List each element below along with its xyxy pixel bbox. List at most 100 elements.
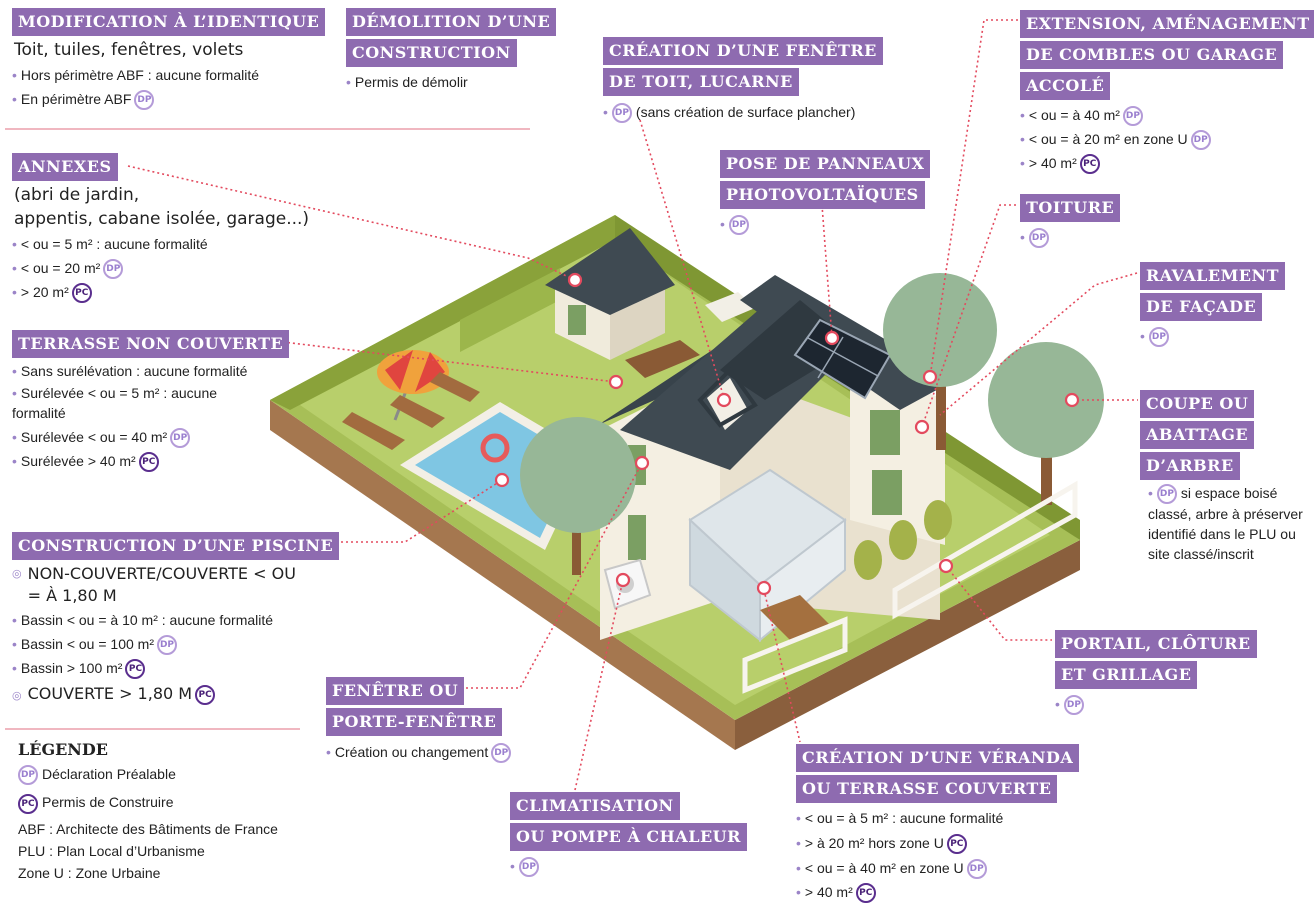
title-fenetre-1: FENÊTRE OU — [326, 677, 465, 705]
item-modification-1: •Hors périmètre ABF : aucune formalité — [12, 67, 260, 83]
block-extension: EXTENSION, AMÉNAGEMENT DE COMBLES OU GAR… — [1020, 10, 1314, 175]
leader-extension — [929, 19, 1018, 378]
tree-3 — [988, 342, 1104, 458]
title-ravalement-1: RAVALEMENT — [1140, 262, 1286, 290]
item-piscine-1: •Bassin < ou = à 10 m² : aucune formalit… — [12, 612, 274, 628]
block-portail: PORTAIL, CLÔTURE ET GRILLAGE •DP — [1055, 630, 1257, 716]
title-veranda-1: CRÉATION D’UNE VÉRANDA — [796, 744, 1080, 772]
shrub-3 — [924, 500, 952, 540]
item-veranda-1: •< ou = à 5 m² : aucune formalité — [796, 810, 1004, 826]
title-climatisation-2: OU POMPE À CHALEUR — [510, 823, 747, 851]
title-annexes: ANNEXES — [12, 153, 118, 181]
pc-badge: PC — [946, 834, 967, 855]
leader-photovoltaique — [821, 204, 833, 339]
dp-badge: DP — [1190, 130, 1211, 151]
pc-badge: PC — [195, 684, 216, 705]
pc-badge: PC — [71, 283, 92, 304]
marker-toiture — [914, 419, 930, 435]
umbrella-stripes — [385, 350, 445, 392]
subtitle-annexes-2: appentis, cabane isolée, garage...) — [14, 209, 310, 229]
garden-table — [625, 340, 700, 378]
title-extension-1: EXTENSION, AMÉNAGEMENT — [1020, 10, 1314, 38]
title-portail-1: PORTAIL, CLÔTURE — [1055, 630, 1257, 658]
title-extension-3: ACCOLÉ — [1020, 72, 1111, 100]
shrub-1 — [854, 540, 882, 580]
block-climatisation: CLIMATISATION OU POMPE À CHALEUR •DP — [510, 792, 747, 878]
block-veranda: CRÉATION D’UNE VÉRANDA OU TERRASSE COUVE… — [796, 744, 1080, 903]
item-portail: •DP — [1055, 692, 1257, 716]
title-extension-2: DE COMBLES OU GARAGE — [1020, 41, 1284, 69]
block-fenetre-toit: CRÉATION D’UNE FENÊTRE DE TOIT, LUCARNE … — [603, 37, 883, 124]
legend-abf: ABF : Architecte des Bâtiments de France — [18, 820, 278, 837]
block-fenetre: FENÊTRE OU PORTE-FENÊTRE •Création ou ch… — [326, 677, 512, 764]
dp-badge: DP — [491, 743, 512, 764]
item-demolition-1: •Permis de démolir — [346, 74, 468, 90]
dormer-roof — [697, 366, 758, 428]
fence-right — [892, 480, 1078, 620]
lounger-1 — [430, 372, 480, 402]
item-terrasse-1: •Sans surélévation : aucune formalité — [12, 363, 248, 379]
title-demolition-2: CONSTRUCTION — [346, 39, 517, 67]
title-coupe-3: D’ARBRE — [1140, 452, 1240, 480]
ground-side-right — [735, 540, 1080, 750]
block-piscine: CONSTRUCTION D’UNE PISCINE ◎NON-COUVERTE… — [12, 532, 340, 708]
leader-veranda — [763, 589, 801, 743]
pc-badge: PC — [18, 793, 38, 814]
title-veranda-2: OU TERRASSE COUVERTE — [796, 775, 1058, 803]
title-portail-2: ET GRILLAGE — [1055, 661, 1198, 689]
dp-badge: DP — [611, 103, 632, 124]
marker-veranda — [756, 580, 772, 596]
pc-badge: PC — [855, 883, 876, 903]
leader-annexes — [127, 165, 576, 281]
dp-badge: DP — [18, 765, 38, 786]
window-4 — [872, 470, 902, 515]
marker-annexes — [567, 272, 583, 288]
item-climatisation: •DP — [510, 854, 747, 878]
tree-trunk-2 — [936, 360, 946, 450]
item-annexes-1: •< ou = 5 m² : aucune formalité — [12, 236, 208, 252]
tree-2 — [883, 273, 997, 387]
wall-back-left — [270, 215, 615, 410]
dp-badge: DP — [1063, 695, 1084, 716]
pc-badge: PC — [125, 659, 146, 680]
block-terrasse: TERRASSE NON COUVERTE •Sans surélévation… — [12, 330, 290, 473]
dp-badge: DP — [518, 857, 539, 878]
title-fenetre-2: PORTE-FENÊTRE — [326, 708, 503, 736]
garden-wall — [460, 268, 560, 352]
dp-badge: DP — [966, 859, 987, 880]
fence-left — [742, 616, 848, 694]
solar-panel-grid — [807, 336, 879, 379]
tree-1 — [520, 417, 636, 533]
item-ravalement: •DP — [1140, 324, 1285, 348]
block-ravalement: RAVALEMENT DE FAÇADE •DP — [1140, 262, 1286, 348]
separator-top — [5, 128, 530, 130]
leader-toiture — [921, 204, 1016, 428]
marker-piscine — [494, 472, 510, 488]
title-ravalement-2: DE FAÇADE — [1140, 293, 1263, 321]
title-terrasse: TERRASSE NON COUVERTE — [12, 330, 290, 358]
legend-title: LÉGENDE — [18, 740, 108, 759]
pc-badge: PC — [1079, 154, 1100, 175]
dp-badge: DP — [728, 215, 749, 236]
pool-float — [480, 433, 510, 463]
leader-piscine — [326, 479, 503, 543]
title-demolition-1: DÉMOLITION D’UNE — [346, 8, 557, 36]
title-fenetre-toit-2: DE TOIT, LUCARNE — [603, 68, 799, 96]
item-toiture: •DP — [1020, 225, 1120, 249]
leader-fenetre-toit — [639, 119, 725, 399]
title-coupe-2: ABATTAGE — [1140, 421, 1255, 449]
title-modification: MODIFICATION À L’IDENTIQUE — [12, 8, 326, 36]
